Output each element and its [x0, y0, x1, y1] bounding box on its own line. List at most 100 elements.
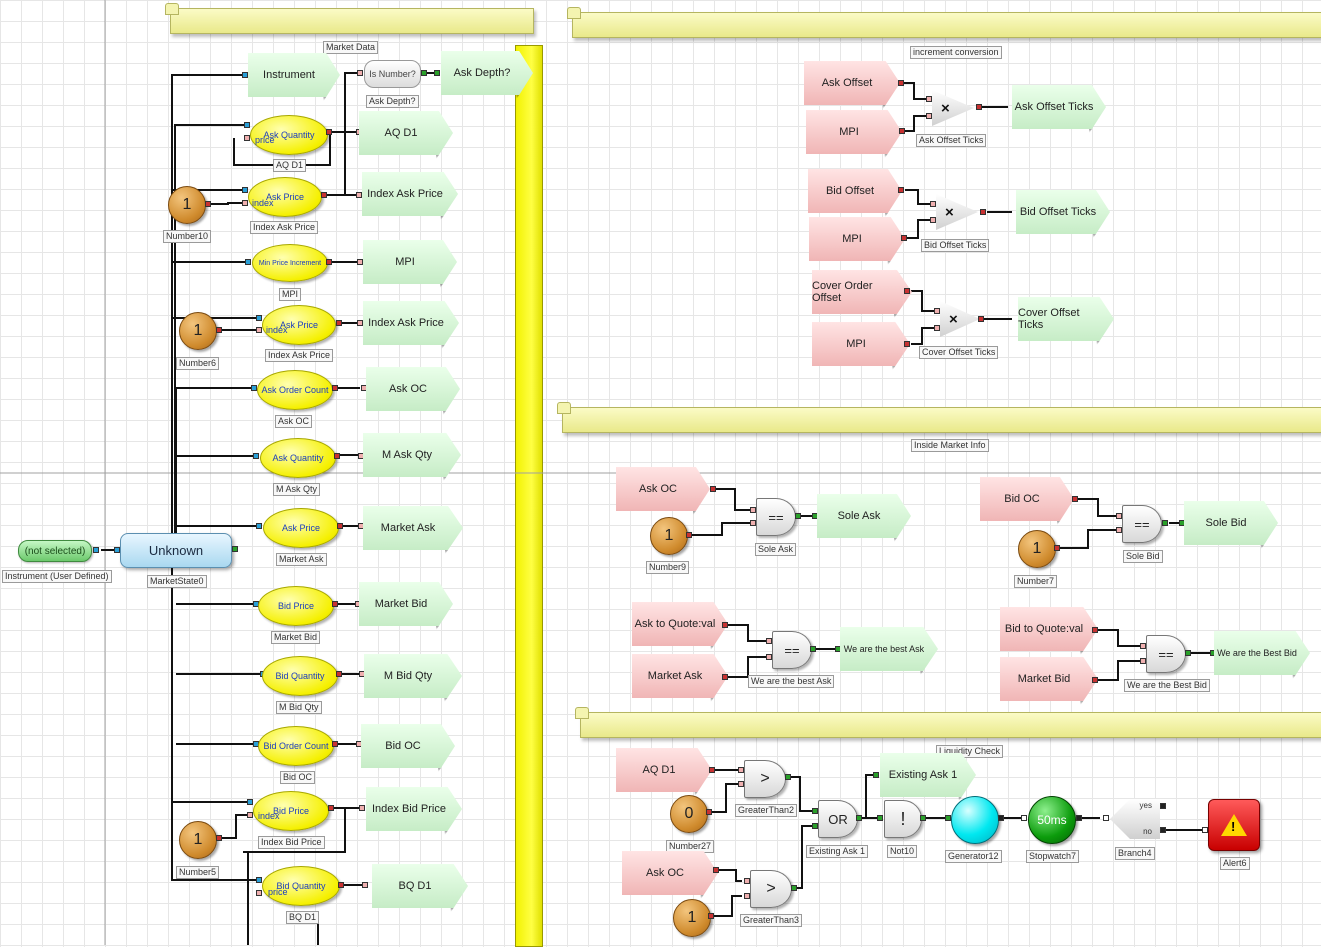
bid-order-count-block[interactable]: Bid Order Count: [258, 726, 334, 766]
number10-constant[interactable]: 1: [168, 186, 206, 224]
best-bid-eq-in1-port[interactable]: [1140, 643, 1146, 649]
bid-oc-arrow[interactable]: Bid OC: [361, 724, 455, 768]
number9-constant[interactable]: 1: [650, 517, 688, 555]
ask-price3-out-port[interactable]: [337, 523, 343, 529]
ask-quantity-price-port[interactable]: [244, 135, 250, 141]
instrument-selector[interactable]: (not selected): [18, 540, 92, 562]
best-ask-eq-in1-port[interactable]: [766, 638, 772, 644]
cover-mult-in2-port[interactable]: [934, 325, 940, 331]
greater-than2-gate[interactable]: >: [744, 760, 786, 798]
mpi2-out-port[interactable]: [901, 235, 907, 241]
number5-out-port[interactable]: [216, 835, 222, 841]
cover-order-offset-arrow[interactable]: Cover Order Offset: [812, 270, 912, 314]
is-number-block[interactable]: Is Number?: [364, 60, 421, 88]
cover-offset-ticks-arrow[interactable]: Cover Offset Ticks: [1018, 297, 1114, 341]
mpi2-arrow[interactable]: MPI: [809, 217, 905, 261]
sole-ask-eq-in1-port[interactable]: [750, 507, 756, 513]
market-state-block[interactable]: Unknown: [120, 533, 232, 568]
best-bid-eq-out-port[interactable]: [1185, 650, 1191, 656]
bid-price2-block[interactable]: Bid Price: [253, 791, 329, 831]
sole-ask-eq-in2-port[interactable]: [750, 520, 756, 526]
mpi3-arrow[interactable]: MPI: [812, 322, 910, 366]
ask-order-count-out-port[interactable]: [332, 385, 338, 391]
or-in1-port[interactable]: [812, 808, 818, 814]
ask-mult-in1-port[interactable]: [926, 96, 932, 102]
number-bottom-out-port[interactable]: [708, 913, 714, 919]
ask-price-block[interactable]: Ask Price: [248, 177, 322, 217]
is-number-out-port[interactable]: [421, 70, 427, 76]
greater2-out-port[interactable]: [785, 774, 791, 780]
sole-ask-equals-gate[interactable]: ==: [756, 498, 796, 536]
greater2-in2-port[interactable]: [738, 781, 744, 787]
generator-in-port[interactable]: [945, 815, 951, 821]
number7-constant[interactable]: 1: [1018, 530, 1056, 568]
best-bid-equals-gate[interactable]: ==: [1146, 635, 1186, 673]
bid-quantity-block[interactable]: Bid Quantity: [262, 656, 338, 696]
number5-constant[interactable]: 1: [179, 821, 217, 859]
index-ask-price2-in-port[interactable]: [357, 320, 363, 326]
ask-mult-in2-port[interactable]: [926, 113, 932, 119]
ask-order-count-block[interactable]: Ask Order Count: [257, 370, 333, 410]
or-out-port[interactable]: [856, 815, 862, 821]
existing-ask-arrow[interactable]: Existing Ask 1: [880, 753, 976, 797]
ask-multiply-out-port[interactable]: [976, 104, 982, 110]
ask-price2-index-port[interactable]: [256, 327, 262, 333]
ask-price2-block[interactable]: Ask Price: [262, 305, 336, 345]
index-ask-price2-arrow[interactable]: Index Ask Price: [363, 301, 459, 345]
inside-bid-oc-arrow[interactable]: Bid OC: [980, 477, 1074, 521]
ask-offset-arrow[interactable]: Ask Offset: [804, 61, 900, 105]
ask-price-in-port[interactable]: [242, 187, 248, 193]
aq-d1-arrow[interactable]: AQ D1: [359, 111, 453, 155]
alert-in-port[interactable]: [1202, 827, 1208, 833]
sole-ask-eq-out-port[interactable]: [795, 513, 801, 519]
alert-block[interactable]: !: [1208, 799, 1260, 851]
stopwatch-in-port[interactable]: [1021, 815, 1027, 821]
ask-quantity2-in-port[interactable]: [253, 453, 259, 459]
not-out-port[interactable]: [920, 815, 926, 821]
ask-order-count-in-port[interactable]: [251, 385, 257, 391]
inside-ask-oc-arrow[interactable]: Ask OC: [616, 467, 710, 511]
bid-quantity2-block[interactable]: Bid Quantity: [262, 866, 340, 906]
index-ask-price-arrow[interactable]: Index Ask Price: [362, 172, 458, 216]
stopwatch-block[interactable]: 50ms: [1028, 796, 1076, 844]
sole-bid-arrow[interactable]: Sole Bid: [1184, 501, 1278, 545]
stopwatch-out-port[interactable]: [1076, 815, 1082, 821]
not-in-port[interactable]: [877, 815, 883, 821]
inside-market-ask-out-port[interactable]: [722, 674, 728, 680]
lc-ask-oc-out-port[interactable]: [713, 867, 719, 873]
ask-price-out-port[interactable]: [321, 192, 327, 198]
ask-to-quote-arrow[interactable]: Ask to Quote:val: [632, 602, 728, 646]
branch-no-port[interactable]: [1160, 827, 1166, 833]
ask-to-quote-out-port[interactable]: [722, 622, 728, 628]
bid-order-count-out-port[interactable]: [332, 741, 338, 747]
index-bid-price-in-port[interactable]: [359, 805, 365, 811]
bid-mult-in1-port[interactable]: [930, 201, 936, 207]
best-ask-eq-in2-port[interactable]: [766, 654, 772, 660]
mpi1-arrow[interactable]: MPI: [806, 110, 902, 154]
branch-yes-port[interactable]: [1160, 803, 1166, 809]
mpi1-out-port[interactable]: [899, 128, 905, 134]
bid-price2-index-port[interactable]: [247, 812, 253, 818]
bid-to-quote-out-port[interactable]: [1092, 627, 1098, 633]
number6-out-port[interactable]: [216, 327, 222, 333]
best-bid-eq-in2-port[interactable]: [1140, 658, 1146, 664]
market-state-in-port[interactable]: [114, 547, 120, 553]
best-ask-equals-gate[interactable]: ==: [772, 631, 812, 669]
sole-bid-equals-gate[interactable]: ==: [1122, 505, 1162, 543]
inside-ask-oc-out-port[interactable]: [710, 486, 716, 492]
m-bid-qty-arrow[interactable]: M Bid Qty: [364, 654, 462, 698]
is-number-in-port[interactable]: [357, 70, 363, 76]
bid-price2-out-port[interactable]: [328, 805, 334, 811]
number27-constant[interactable]: 0: [670, 795, 708, 833]
bid-offset-arrow[interactable]: Bid Offset: [808, 169, 902, 213]
ask-price2-in-port[interactable]: [256, 315, 262, 321]
number9-out-port[interactable]: [686, 532, 692, 538]
sole-bid-eq-in1-port[interactable]: [1116, 513, 1122, 519]
bid-price2-in-port[interactable]: [247, 799, 253, 805]
number-bottom-constant[interactable]: 1: [673, 899, 711, 937]
inside-market-bid-out-port[interactable]: [1092, 677, 1098, 683]
market-state-out-port[interactable]: [232, 546, 238, 552]
inside-market-bid-arrow[interactable]: Market Bid: [1000, 657, 1098, 701]
number27-out-port[interactable]: [706, 809, 712, 815]
bid-mult-in2-port[interactable]: [930, 217, 936, 223]
